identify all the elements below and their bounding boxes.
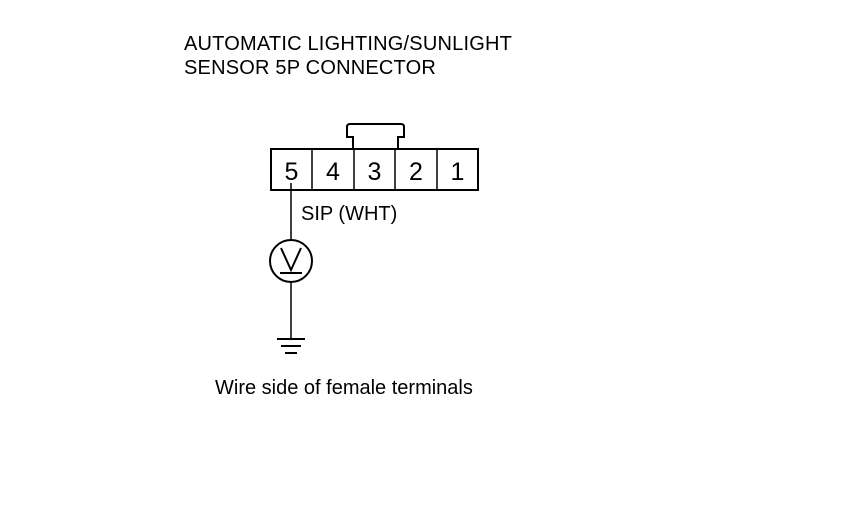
connector-lock-tab (346, 123, 405, 149)
connector-body (270, 148, 479, 191)
ground-icon (277, 338, 305, 354)
diagram-title: AUTOMATIC LIGHTING/SUNLIGHT SENSOR 5P CO… (184, 32, 512, 80)
diagram-caption: Wire side of female terminals (215, 377, 473, 399)
pin-label-1: 1 (451, 158, 465, 186)
wire-label: SIP (WHT) (301, 203, 397, 225)
pin-label-2: 2 (409, 158, 423, 186)
pin-label-5: 5 (285, 158, 299, 186)
title-line-1: AUTOMATIC LIGHTING/SUNLIGHT (184, 33, 513, 55)
pin-label-3: 3 (368, 158, 382, 186)
voltmeter-icon (269, 239, 313, 283)
title-line-2: SENSOR 5P CONNECTOR (184, 57, 437, 79)
pin-label-4: 4 (326, 158, 340, 186)
